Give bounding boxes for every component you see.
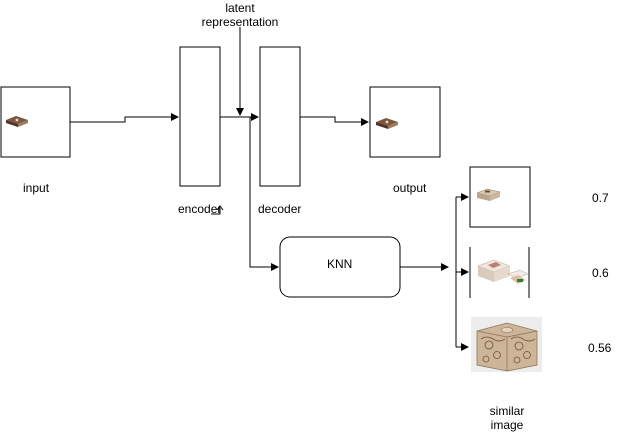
latent-label-line2: representation <box>201 15 279 29</box>
small-box-icon <box>6 116 28 127</box>
gift-box-set-icon <box>477 259 529 284</box>
latent-label-line1: latent <box>225 1 255 15</box>
similar-label-line1: similar <box>489 404 525 418</box>
arrow-input-to-encoder <box>70 113 179 123</box>
decoder-block <box>259 46 301 187</box>
encoder-label: encoder <box>178 202 222 216</box>
kraft-box-icon <box>476 188 501 201</box>
similarity-score-1: 0.7 <box>592 191 609 205</box>
knn-label: KNN <box>327 257 353 271</box>
similar-label-line2: image <box>490 418 524 432</box>
decoder-label: decoder <box>258 202 302 216</box>
similarity-score-2: 0.6 <box>592 266 609 280</box>
cursor-mark <box>211 208 221 215</box>
output-label: output <box>393 181 427 195</box>
similar-image-label: similar image <box>477 404 537 432</box>
latent-representation-label: latent representation <box>190 1 290 29</box>
carved-wooden-box-icon <box>471 317 542 372</box>
encoder-block <box>179 46 221 187</box>
input-label: input <box>23 181 50 195</box>
similarity-score-3: 0.56 <box>588 341 612 355</box>
arrow-latent-to-knn <box>249 117 279 271</box>
arrow-decoder-to-output <box>300 116 369 126</box>
small-box-icon <box>376 118 398 129</box>
